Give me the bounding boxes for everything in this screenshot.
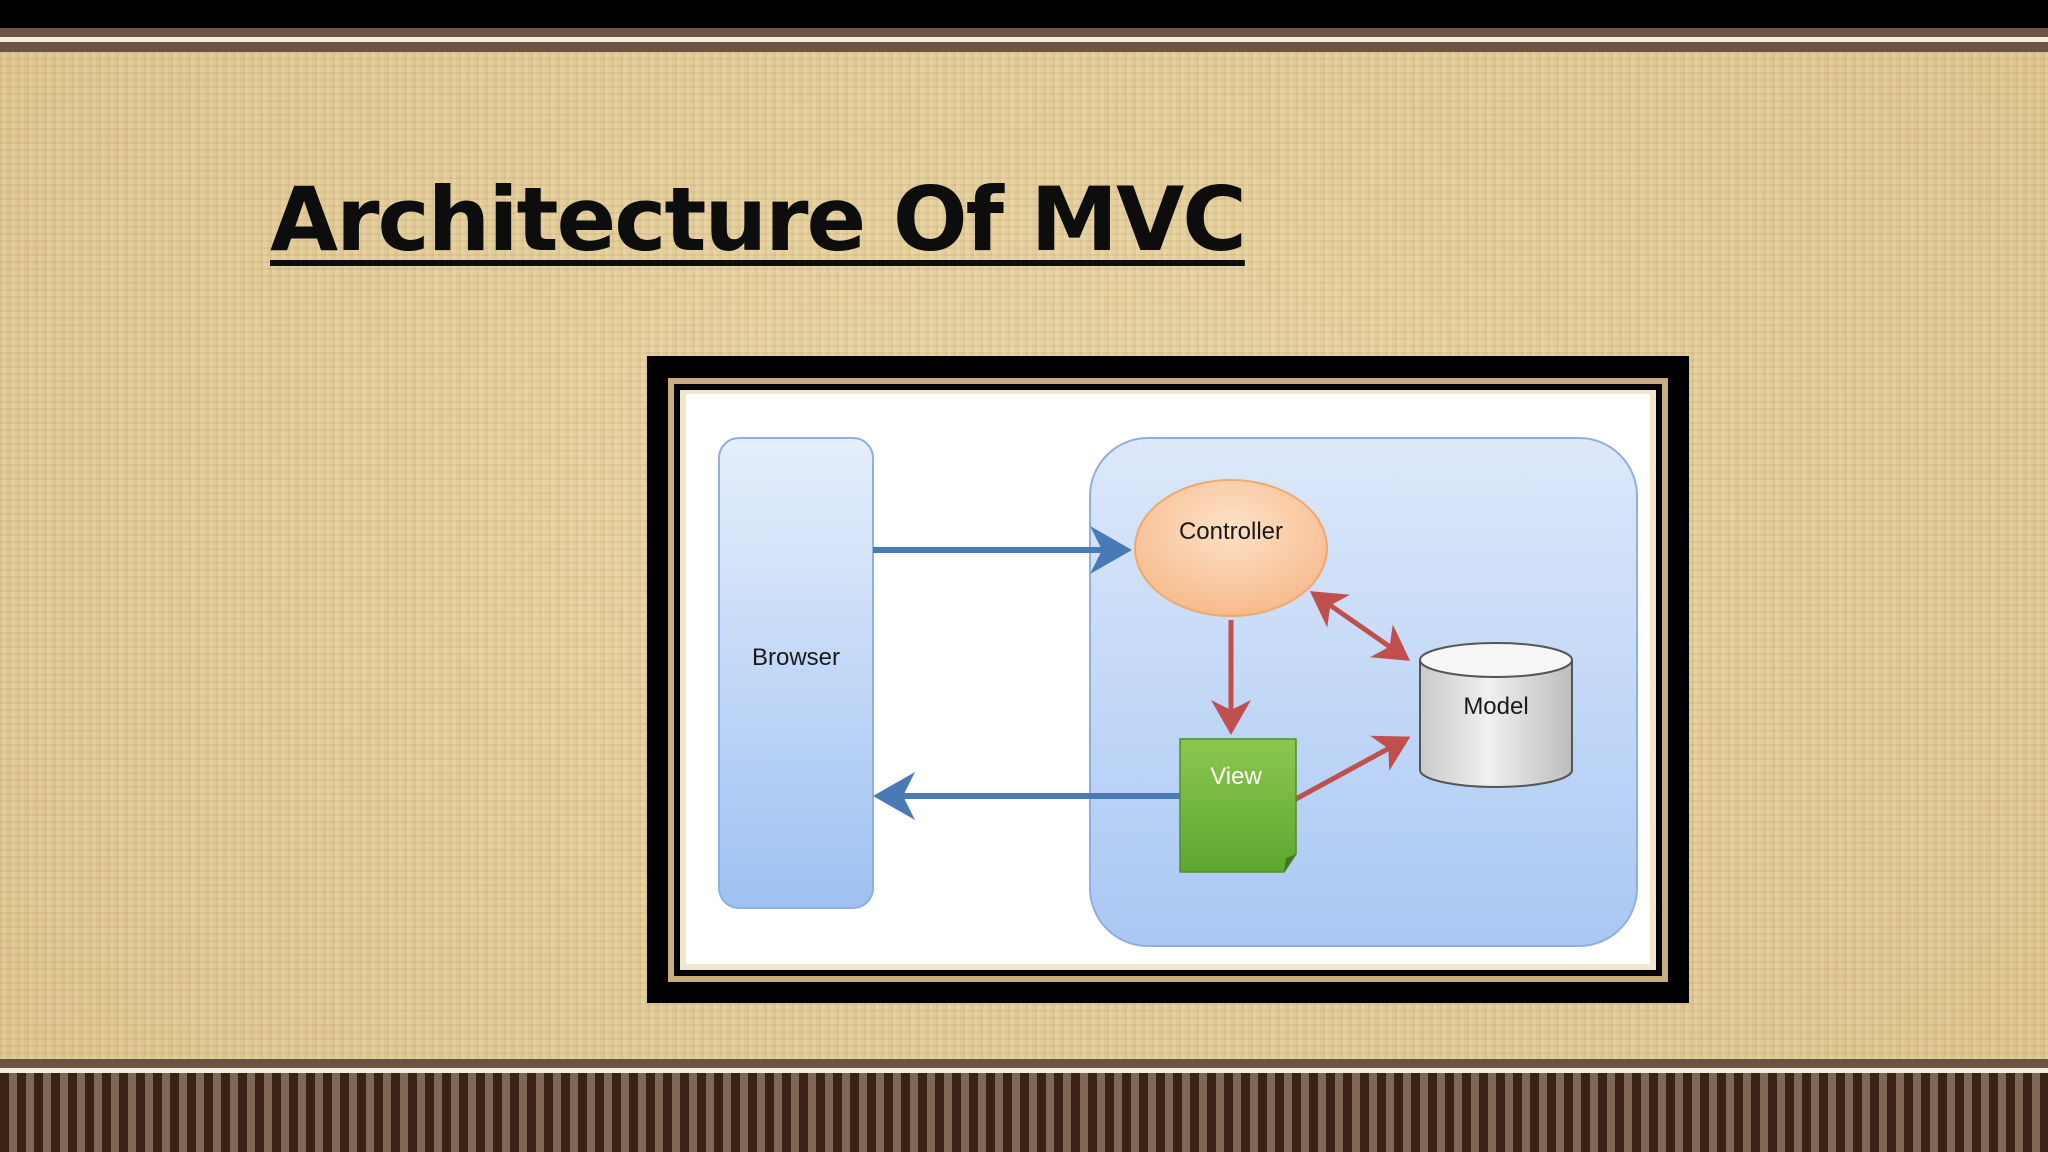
controller-node: Controller [1134, 479, 1328, 617]
bottom-border-line [0, 1068, 2048, 1073]
controller-label: Controller [1179, 518, 1283, 545]
bottom-striped-band [0, 1073, 2048, 1152]
top-border-line [0, 42, 2048, 52]
model-node: Model [1419, 642, 1573, 788]
model-label: Model [1463, 693, 1528, 720]
top-border-band [0, 0, 2048, 28]
view-node: View [1179, 738, 1297, 873]
browser-label: Browser [752, 644, 840, 671]
view-label: View [1210, 763, 1262, 790]
mvc-diagram: Browser Controller View Model [718, 437, 1638, 947]
arrow-view-to-model [1292, 735, 1411, 803]
bottom-border-line [0, 1059, 2048, 1068]
top-border-line [0, 28, 2048, 37]
browser-node: Browser [718, 437, 874, 909]
top-border-line [0, 37, 2048, 42]
slide-title: Architecture Of MVC [270, 168, 1247, 271]
arrow-controller-model [1309, 591, 1411, 661]
